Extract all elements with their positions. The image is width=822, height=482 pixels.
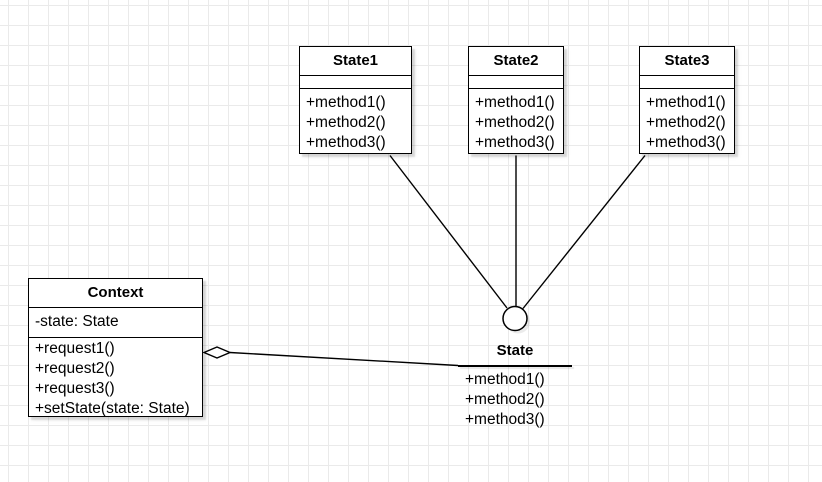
class-context-methods: +request1() +request2() +request3() +set… [29, 338, 202, 419]
interface-lollipop-circle-icon[interactable] [502, 305, 528, 332]
interface-state-methods: +method1() +method2() +method3() [458, 367, 572, 430]
method-label: +method2() [465, 391, 545, 408]
edge-context-interface[interactable] [229, 351, 459, 367]
class-state2-methods: +method1() +method2() +method3() [469, 89, 563, 153]
method-label: +request1() [35, 340, 115, 357]
interface-title-underline [458, 365, 572, 367]
method-label: +method2() [646, 114, 726, 131]
method-label: +method3() [475, 134, 555, 151]
method-label: +method1() [475, 94, 555, 111]
interface-state-title: State [496, 342, 534, 359]
method-label: +method2() [475, 114, 555, 131]
class-state2-attributes-empty [469, 76, 563, 89]
edge-state3-interface[interactable] [522, 155, 646, 309]
class-state3-methods: +method1() +method2() +method3() [640, 89, 734, 153]
class-context-attribute: -state: State [29, 308, 202, 338]
class-box-state3[interactable]: State3 +method1() +method2() +method3() [639, 46, 735, 154]
aggregation-diamond-icon[interactable] [202, 346, 232, 359]
method-label: +setState(state: State) [35, 400, 190, 417]
class-state2-title: State2 [469, 47, 563, 76]
method-label: +method1() [646, 94, 726, 111]
method-label: +method3() [306, 134, 386, 151]
class-state1-attributes-empty [300, 76, 411, 89]
class-state3-title: State3 [640, 47, 734, 76]
edge-state1-interface[interactable] [389, 155, 508, 309]
method-label: +method1() [306, 94, 386, 111]
method-label: +method3() [646, 134, 726, 151]
interface-state-node[interactable]: State +method1() +method2() +method3() [458, 339, 572, 430]
method-label: +method2() [306, 114, 386, 131]
class-state1-methods: +method1() +method2() +method3() [300, 89, 411, 153]
method-label: +method1() [465, 371, 545, 388]
class-box-context[interactable]: Context -state: State +request1() +reque… [28, 278, 203, 417]
class-box-state2[interactable]: State2 +method1() +method2() +method3() [468, 46, 564, 154]
method-label: +method3() [465, 411, 545, 428]
method-label: +request3() [35, 380, 115, 397]
method-label: +request2() [35, 360, 115, 377]
class-box-state1[interactable]: State1 +method1() +method2() +method3() [299, 46, 412, 154]
class-context-title: Context [29, 279, 202, 308]
class-state1-title: State1 [300, 47, 411, 76]
class-state3-attributes-empty [640, 76, 734, 89]
